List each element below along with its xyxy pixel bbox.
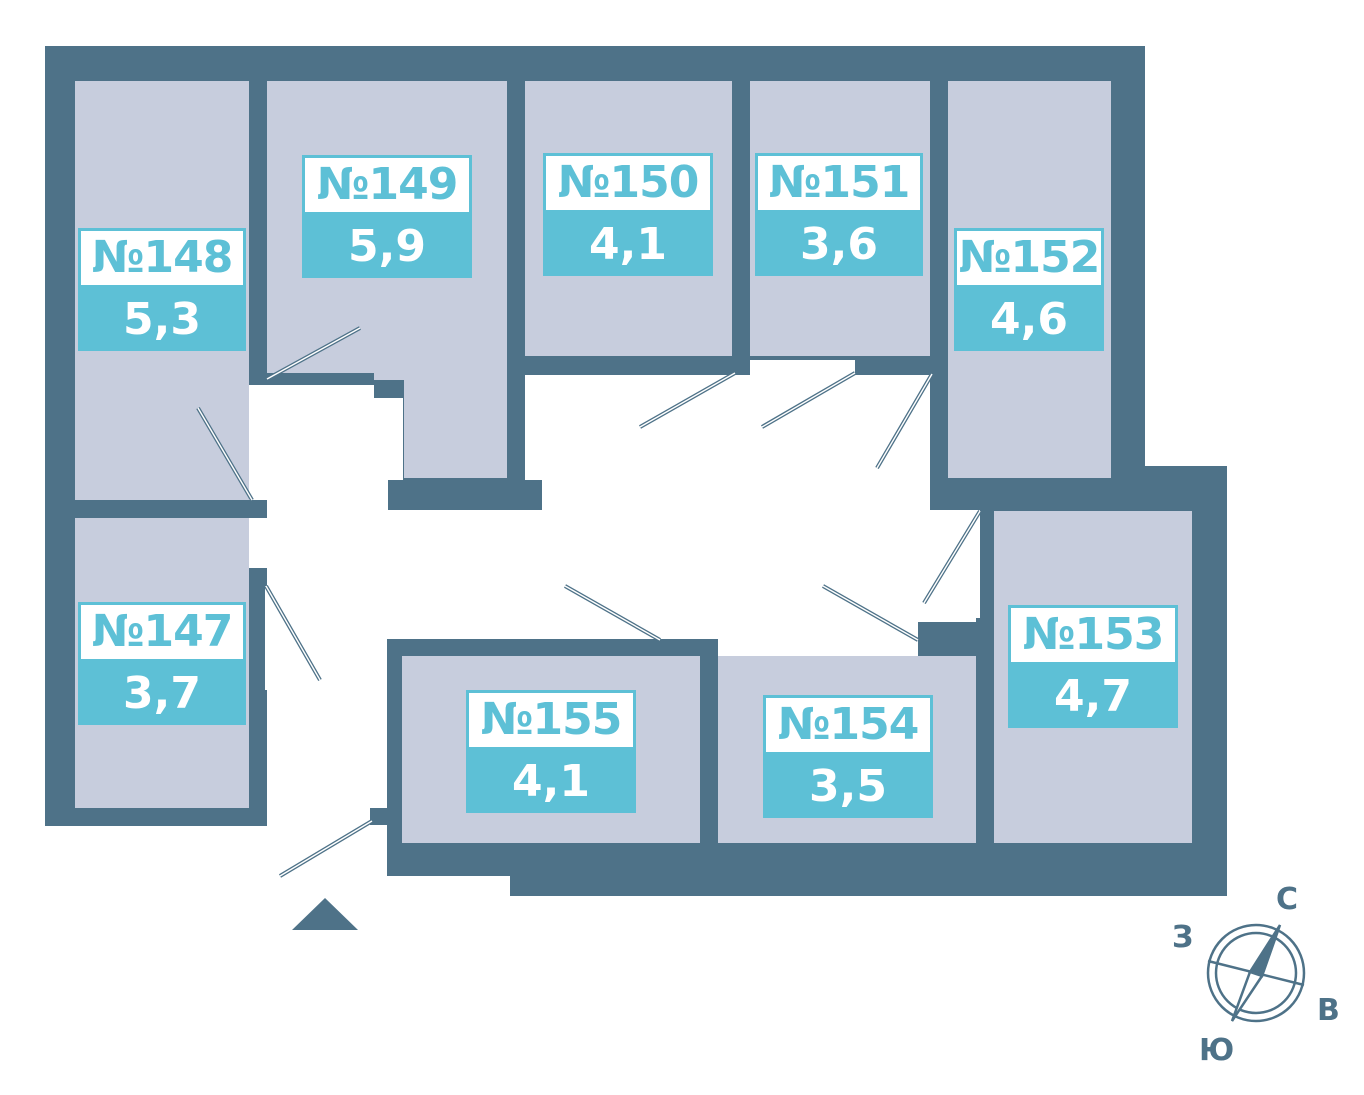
unit-area: 4,6 — [954, 288, 1104, 351]
unit-number: №155 — [466, 690, 636, 750]
compass-north-label: С — [1276, 882, 1299, 917]
compass-east-label: В — [1317, 993, 1340, 1028]
unit-number: №149 — [302, 155, 472, 215]
unit-label-151[interactable]: №151 3,6 — [755, 153, 923, 276]
entrance-triangle-icon — [292, 898, 358, 930]
unit-label-147[interactable]: №147 3,7 — [78, 602, 246, 725]
unit-number: №151 — [755, 153, 923, 213]
unit-area: 4,7 — [1008, 665, 1178, 728]
unit-label-152[interactable]: №152 4,6 — [954, 228, 1104, 351]
unit-area: 3,5 — [763, 755, 933, 818]
unit-number: №154 — [763, 695, 933, 755]
unit-area: 3,7 — [78, 662, 246, 725]
unit-area: 4,1 — [543, 213, 713, 276]
compass-south-label: Ю — [1199, 1033, 1235, 1068]
unit-number: №148 — [78, 228, 246, 288]
unit-label-153[interactable]: №153 4,7 — [1008, 605, 1178, 728]
unit-number: №153 — [1008, 605, 1178, 665]
door-jambs — [45, 81, 994, 876]
unit-number: №150 — [543, 153, 713, 213]
unit-label-154[interactable]: №154 3,5 — [763, 695, 933, 818]
unit-label-155[interactable]: №155 4,1 — [466, 690, 636, 813]
compass-west-label: З — [1172, 920, 1194, 955]
unit-label-150[interactable]: №150 4,1 — [543, 153, 713, 276]
unit-number: №147 — [78, 602, 246, 662]
corridor — [0, 357, 980, 1095]
unit-label-148[interactable]: №148 5,3 — [78, 228, 246, 351]
unit-label-149[interactable]: №149 5,9 — [302, 155, 472, 278]
compass-icon — [1206, 923, 1306, 1023]
unit-area: 5,9 — [302, 215, 472, 278]
unit-area: 5,3 — [78, 288, 246, 351]
unit-area: 4,1 — [466, 750, 636, 813]
unit-number: №152 — [954, 228, 1104, 288]
unit-area: 3,6 — [755, 213, 923, 276]
